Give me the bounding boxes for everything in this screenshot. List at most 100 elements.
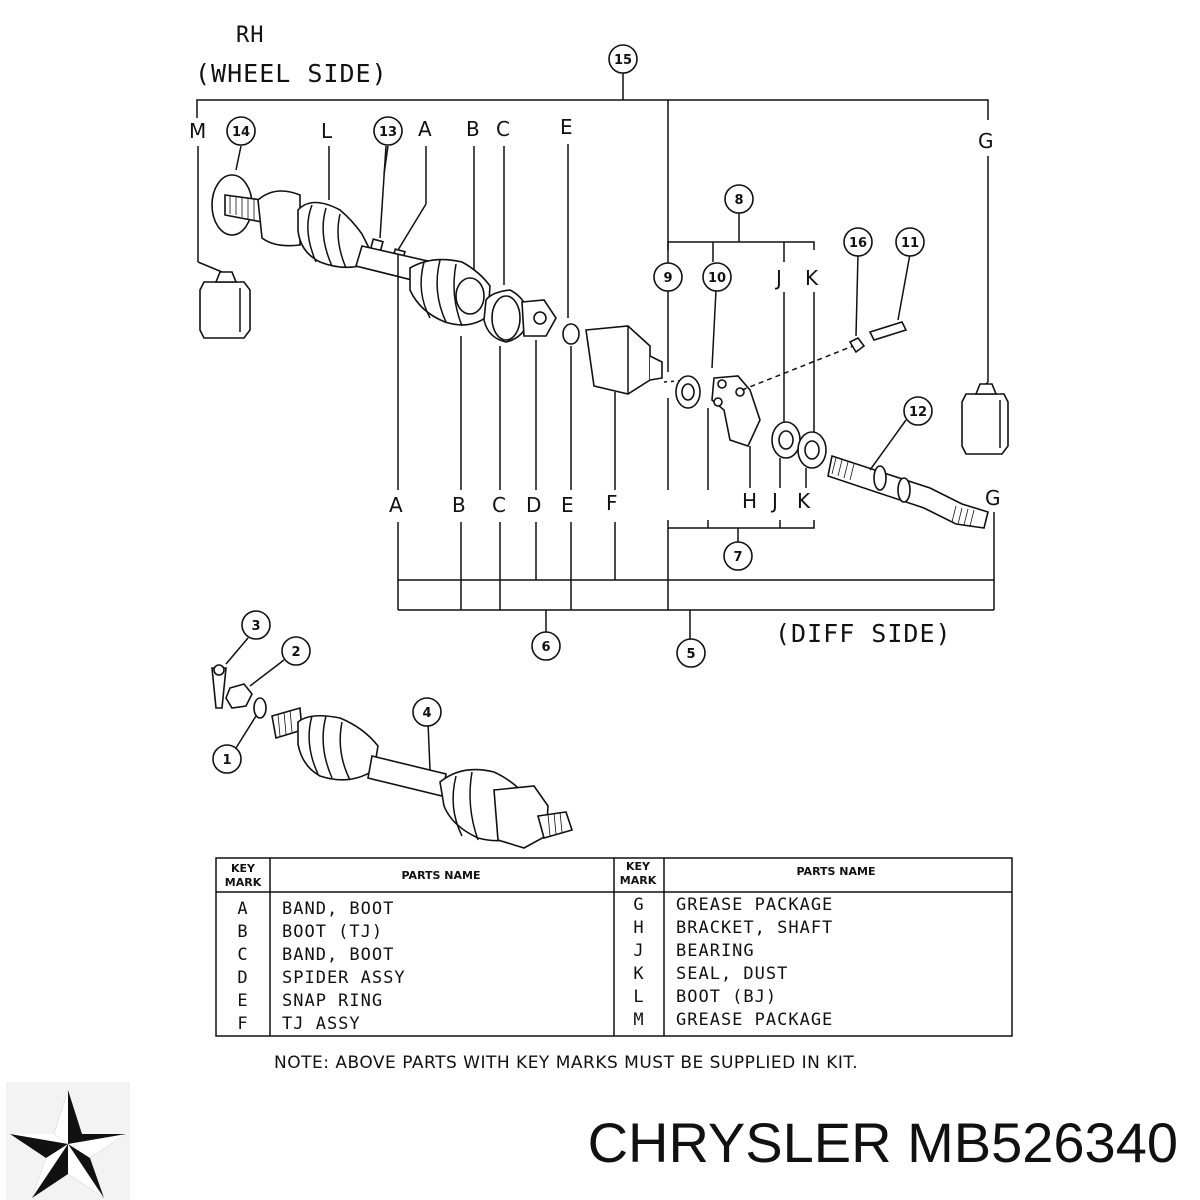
callout-12: 12 xyxy=(903,396,933,426)
bracket-8 xyxy=(667,212,815,262)
top-key-marks: M L A B C E G J K xyxy=(189,115,994,290)
parts-name-header-left: PARTS NAME xyxy=(402,869,481,882)
callout-leaders xyxy=(235,145,911,471)
parts-table: KEY MARK PARTS NAME KEY MARK PARTS NAME … xyxy=(215,857,1013,1037)
brackets-5-6 xyxy=(397,522,995,640)
table-row-name: GREASE PACKAGE xyxy=(676,895,833,915)
parts-name-header-right: PARTS NAME xyxy=(797,865,876,878)
bottom-mark-h: H xyxy=(742,489,757,513)
table-row-key: H xyxy=(633,918,644,938)
diff-side-label: (DIFF SIDE) xyxy=(775,619,952,648)
bottom-mark-b: B xyxy=(452,493,466,517)
table-row-name: SEAL, DUST xyxy=(676,964,788,984)
callouts: 1 2 3 4 5 6 7 8 9 10 11 12 13 14 15 16 xyxy=(212,44,933,774)
callout-4: 4 xyxy=(412,697,442,727)
bottom-mark-c: C xyxy=(492,493,506,517)
svg-text:2: 2 xyxy=(291,645,300,660)
table-row-name: SNAP RING xyxy=(282,991,383,1011)
table-row-key: C xyxy=(237,945,248,965)
top-mark-l: L xyxy=(321,119,333,143)
callout-1: 1 xyxy=(212,744,242,774)
callout-11: 11 xyxy=(895,227,925,257)
bottom-mark-f: F xyxy=(606,491,618,515)
svg-text:7: 7 xyxy=(733,550,742,565)
table-row-key: F xyxy=(237,1014,248,1034)
table-row-key: L xyxy=(633,987,644,1007)
svg-text:5: 5 xyxy=(686,647,695,662)
callout-15: 15 xyxy=(608,44,638,74)
grease-package-m-icon xyxy=(199,271,251,339)
callout-5: 5 xyxy=(676,638,706,668)
lower-leader-lines xyxy=(225,637,431,771)
top-mark-j: J xyxy=(774,266,782,290)
table-row-name: SPIDER ASSY xyxy=(282,968,406,988)
top-mark-b: B xyxy=(466,117,480,141)
callout-7: 7 xyxy=(723,541,753,571)
svg-text:10: 10 xyxy=(708,271,726,286)
svg-text:6: 6 xyxy=(541,640,550,655)
svg-text:MARK: MARK xyxy=(620,874,657,887)
bottom-key-marks: A B C D E F H J K G xyxy=(389,486,1001,517)
svg-text:9: 9 xyxy=(663,271,672,286)
callout-2: 2 xyxy=(281,636,311,666)
upper-shaft-assembly xyxy=(211,174,989,529)
key-mark-header-right: KEY xyxy=(626,860,651,873)
brand-part-number: CHRYSLER MB526340 xyxy=(587,1111,1178,1174)
bottom-mark-d: D xyxy=(526,493,541,517)
table-row-key: M xyxy=(633,1010,644,1030)
callout-16: 16 xyxy=(843,227,873,257)
side-label: RH xyxy=(236,23,265,48)
callout-8: 8 xyxy=(724,184,754,214)
svg-text:4: 4 xyxy=(422,706,431,721)
table-row-name: TJ ASSY xyxy=(282,1014,361,1034)
table-row-name: BRACKET, SHAFT xyxy=(676,918,833,938)
callout-3: 3 xyxy=(241,610,271,640)
table-row-key: A xyxy=(237,899,248,919)
callout-10: 10 xyxy=(702,262,732,292)
top-leader-lines xyxy=(197,100,989,432)
bottom-mark-a: A xyxy=(389,493,403,517)
svg-text:11: 11 xyxy=(901,236,919,251)
svg-text:8: 8 xyxy=(734,193,743,208)
chrysler-pentastar-logo-icon xyxy=(6,1082,130,1200)
svg-text:12: 12 xyxy=(909,405,927,420)
table-row-name: BEARING xyxy=(676,941,755,961)
bottom-mark-j: J xyxy=(770,489,778,513)
svg-text:14: 14 xyxy=(232,125,250,140)
svg-text:1: 1 xyxy=(222,753,231,768)
table-row-key: E xyxy=(237,991,248,1011)
table-row-name: BOOT (TJ) xyxy=(282,922,383,942)
callout-13: 13 xyxy=(373,116,403,146)
top-mark-e: E xyxy=(560,115,573,139)
key-mark-header-left: KEY xyxy=(231,862,256,875)
svg-text:16: 16 xyxy=(849,236,867,251)
table-row-name: BAND, BOOT xyxy=(282,945,394,965)
bracket-7 xyxy=(667,520,815,544)
table-row-key: G xyxy=(633,895,644,915)
table-row-key: D xyxy=(237,968,248,988)
callout-9: 9 xyxy=(653,262,683,292)
table-row-key: K xyxy=(633,964,644,984)
callout-6: 6 xyxy=(531,631,561,661)
table-left-rows: A BAND, BOOT B BOOT (TJ) C BAND, BOOT D … xyxy=(237,899,406,1034)
svg-text:MARK: MARK xyxy=(225,876,262,889)
lower-shaft-assembly xyxy=(211,664,574,849)
table-right-rows: G GREASE PACKAGE H BRACKET, SHAFT J BEAR… xyxy=(633,895,833,1030)
top-mark-m: M xyxy=(189,119,206,143)
callout-14: 14 xyxy=(226,116,256,146)
table-row-name: BOOT (BJ) xyxy=(676,987,777,1007)
svg-text:3: 3 xyxy=(251,619,260,634)
svg-text:15: 15 xyxy=(614,53,632,68)
table-row-key: B xyxy=(237,922,248,942)
wheel-side-label: (WHEEL SIDE) xyxy=(195,59,388,88)
bottom-mark-e: E xyxy=(561,493,574,517)
bottom-mark-g: G xyxy=(985,486,1001,510)
top-mark-k: K xyxy=(805,266,819,290)
table-row-name: BAND, BOOT xyxy=(282,899,394,919)
top-mark-g: G xyxy=(978,129,994,153)
grease-package-g-icon xyxy=(961,383,1009,455)
table-row-name: GREASE PACKAGE xyxy=(676,1010,833,1030)
top-mark-a: A xyxy=(418,117,432,141)
svg-text:13: 13 xyxy=(379,125,397,140)
